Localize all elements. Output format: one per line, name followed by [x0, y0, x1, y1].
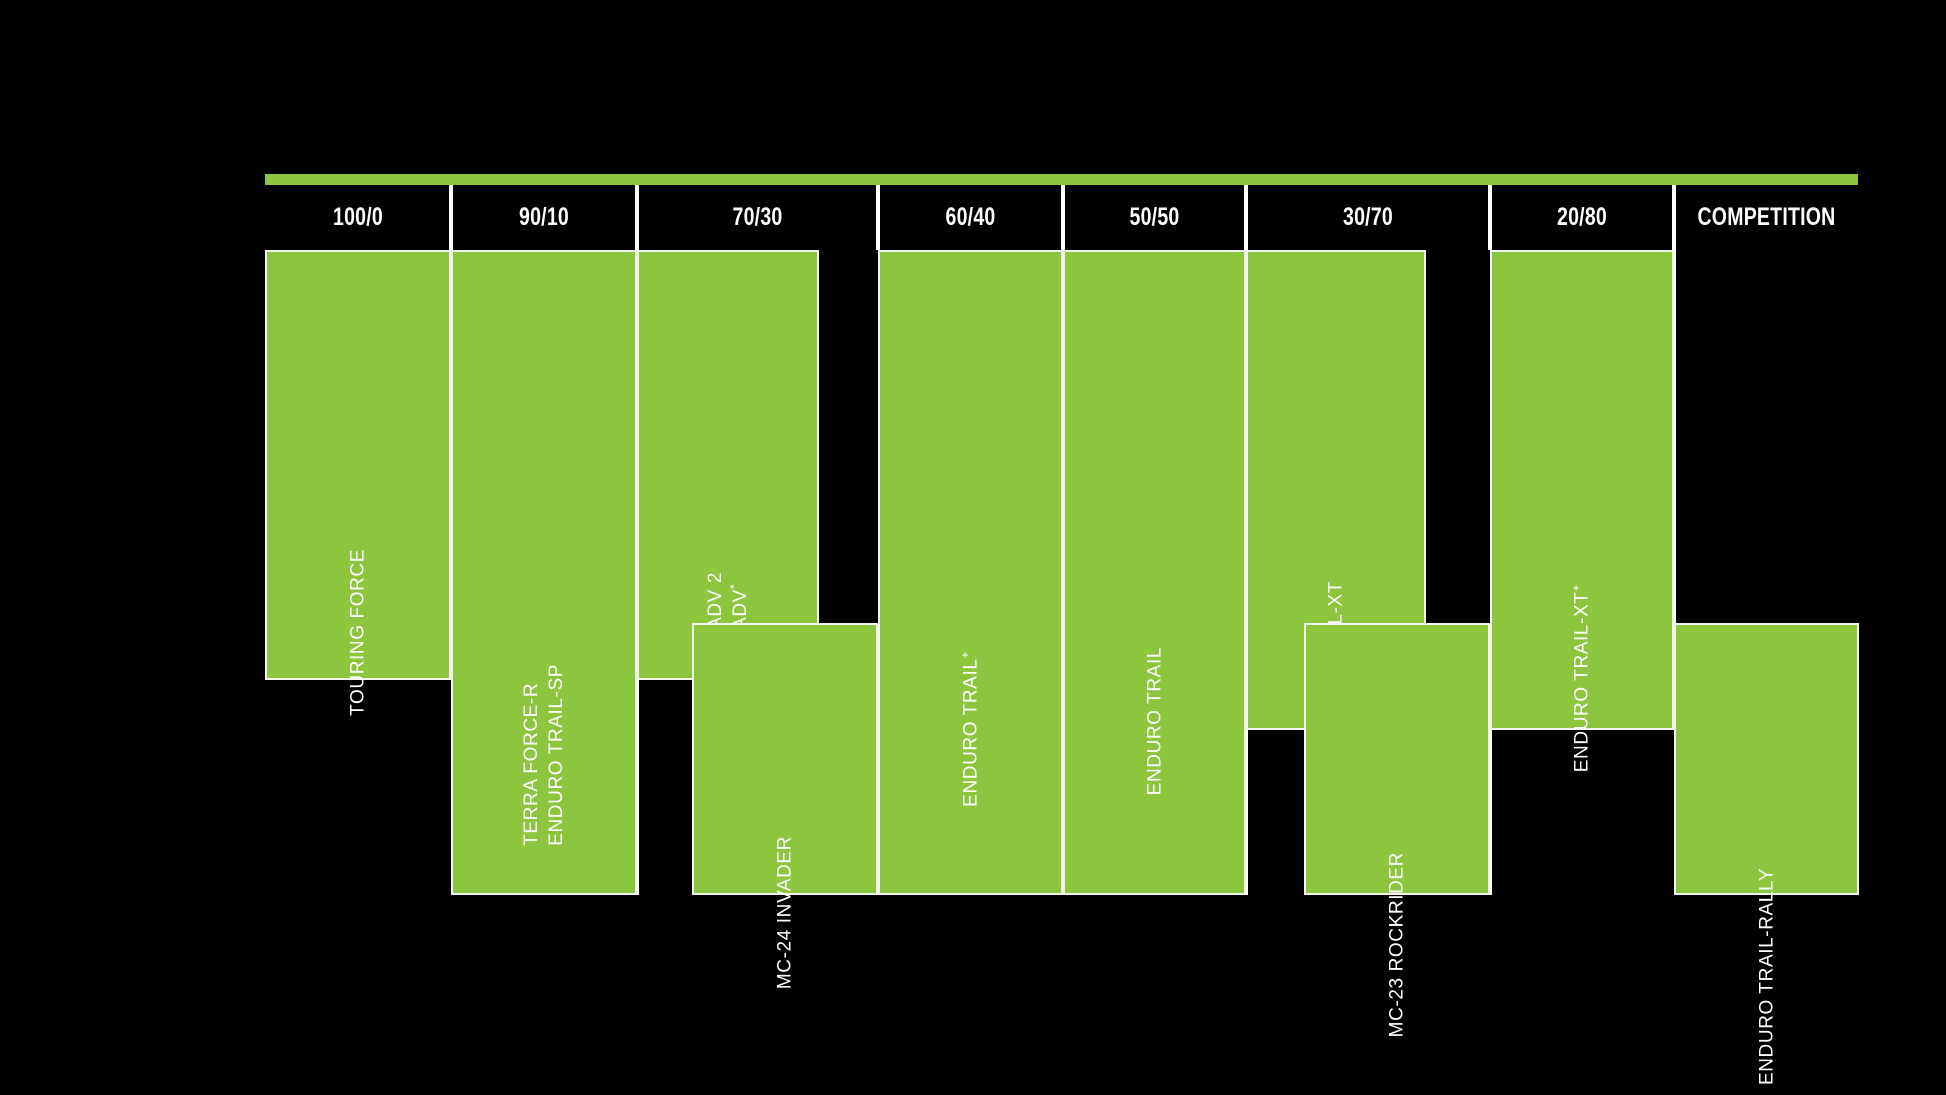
product-bar-label: ENDURO TRAIL-RALLY [1754, 868, 1779, 1085]
product-name-line: ENDURO TRAIL [1143, 646, 1165, 795]
column-separator [1674, 250, 1676, 895]
product-bar-label: MC-24 INVADER [772, 836, 797, 989]
column-header-label: 20/80 [1557, 203, 1607, 231]
superscript-marker: * [728, 583, 742, 589]
product-bar-label: ENDURO TRAIL+ [958, 651, 983, 807]
column-header-cell: COMPETITION [1674, 185, 1859, 250]
product-name-line: ENDURO TRAIL-XT+ [1570, 584, 1593, 773]
column-header-label: 60/40 [945, 203, 996, 231]
product-name-line: MC-24 INVADER [774, 835, 796, 989]
product-bar-label: ENDURO TRAIL [1142, 647, 1167, 795]
column-header-label: 50/50 [1129, 203, 1180, 231]
product-name-line: TERRA FORCE-R [520, 682, 542, 846]
column-header-label: 100/0 [333, 203, 383, 231]
product-bar[interactable]: ENDURO TRAIL+ [878, 250, 1063, 895]
product-name-line: ENDURO TRAIL-RALLY [1755, 867, 1777, 1085]
column-header-label: 90/10 [519, 203, 569, 231]
column-header-cell: 60/40 [878, 185, 1063, 250]
product-bar[interactable]: ENDURO TRAIL-RALLY [1674, 623, 1859, 1085]
product-bar[interactable]: MC-24 INVADER [692, 623, 878, 989]
product-bar-label: ENDURO TRAIL-XT+ [1569, 584, 1594, 772]
product-name-line: MC-23 ROCKRIDER [1386, 851, 1408, 1037]
column-header-cell: 90/10 [451, 185, 637, 250]
product-bar-label: MC-23 ROCKRIDER [1384, 852, 1409, 1037]
product-bar[interactable]: TOURING FORCE [265, 250, 451, 715]
product-name-line: ENDURO TRAIL-SP [546, 663, 567, 846]
column-header-cell: 70/30 [637, 185, 878, 250]
superscript-marker: + [958, 650, 972, 658]
column-header-cell: 50/50 [1063, 185, 1246, 250]
column-header-label: COMPETITION [1697, 203, 1836, 231]
product-bar[interactable]: ENDURO TRAIL-ADV 2ENDURO TRAIL-ADV* [637, 250, 819, 785]
product-bar[interactable]: ENDURO TRAIL [1063, 250, 1246, 895]
product-name-line: TOURING FORCE [347, 548, 369, 716]
column-header-cell: 30/70 [1246, 185, 1490, 250]
column-header-cell: 20/80 [1490, 185, 1674, 250]
column-header-row: 100/0 90/10 70/30 60/40 50/50 30/70 20/80 COMPE… [265, 185, 1858, 250]
product-bar[interactable]: MC-23 ROCKRIDER [1304, 623, 1490, 1037]
superscript-marker: + [1570, 584, 1584, 592]
column-header-cell: 100/0 [265, 185, 451, 250]
product-bar[interactable]: ENDURO TRAIL-XT+ [1490, 250, 1674, 772]
column-header-label: 70/30 [732, 203, 783, 231]
product-name-line: ENDURO TRAIL+ [958, 650, 981, 807]
product-bar-label: TOURING FORCE [345, 549, 370, 716]
column-header-label: 30/70 [1343, 203, 1393, 231]
top-accent-strip [265, 174, 1858, 185]
